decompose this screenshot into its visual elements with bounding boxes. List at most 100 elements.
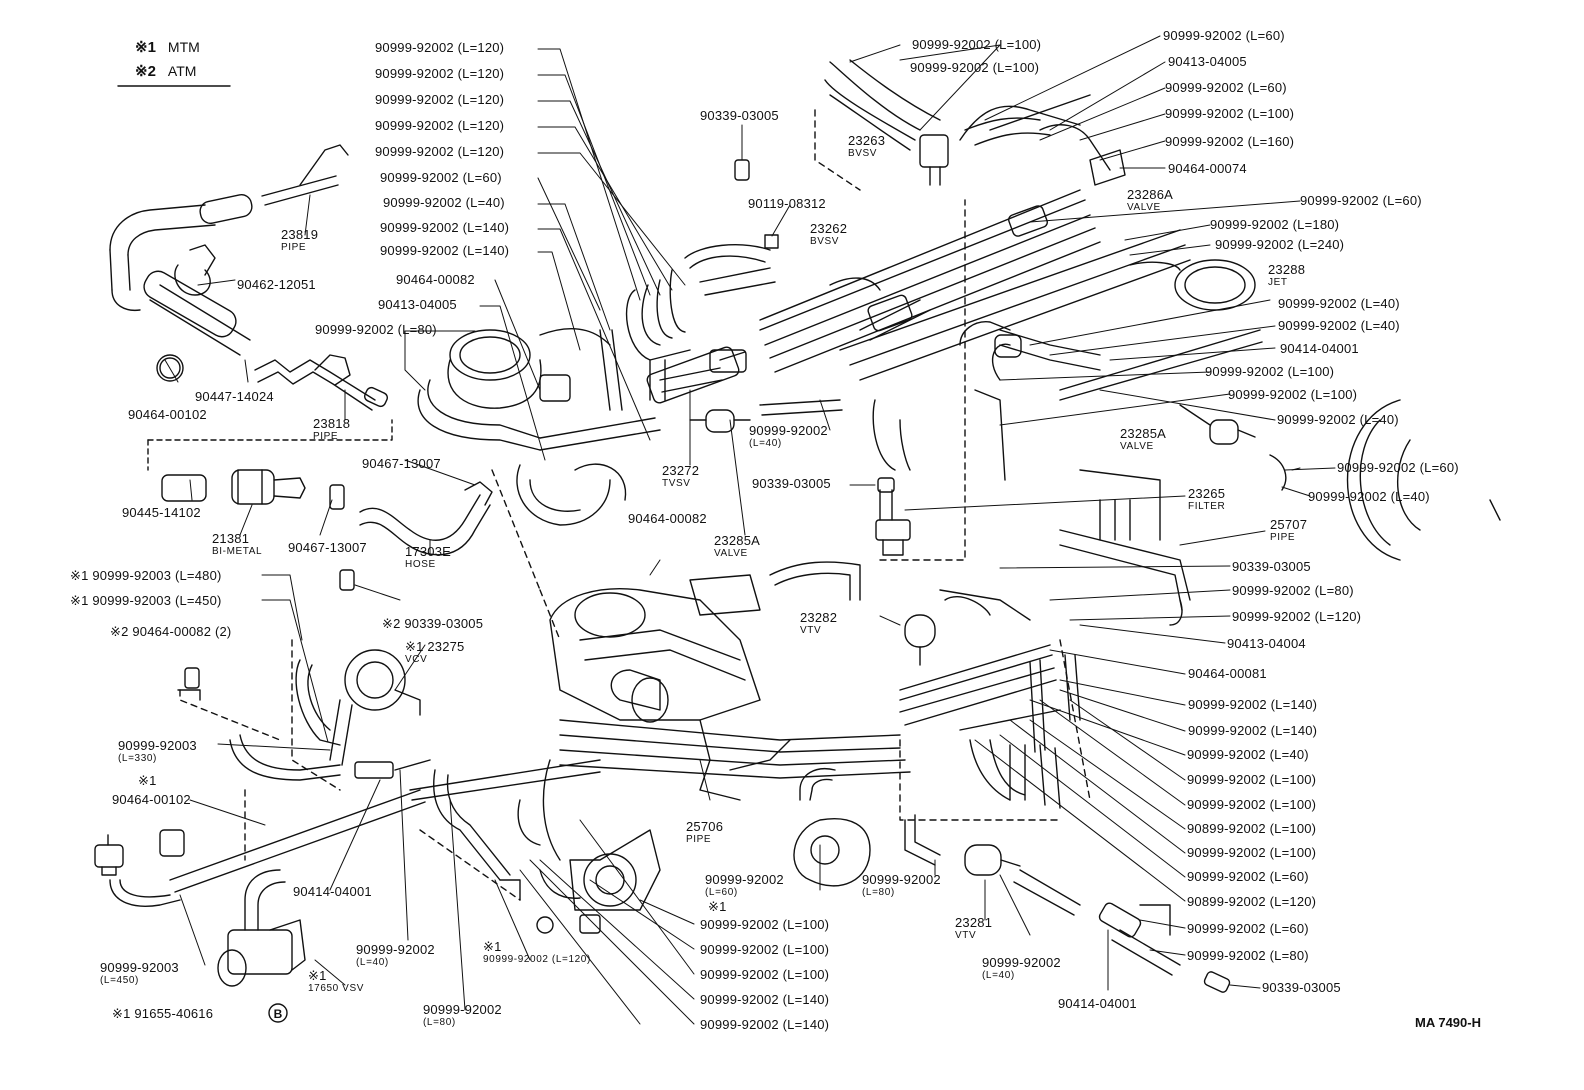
part-number: 90999-92002 (L=120) (375, 40, 505, 55)
part-callout: 90999-92002 (L=40) (383, 195, 505, 210)
circled-b-mark: B (274, 1007, 283, 1021)
part-callout: 90999-92002 (L=60) (1165, 80, 1287, 95)
part-callout: 90414-04001 (293, 884, 372, 899)
part-description: (L=40) (356, 957, 389, 968)
part-callout: 90999-92002(L=80) (862, 872, 941, 898)
part-callout: 90999-92002(L=40) (982, 955, 1061, 981)
part-callout: 90462-12051 (237, 277, 316, 292)
part-callout: 90999-92002 (L=60) (1187, 921, 1309, 936)
part-number: 90414-04001 (293, 884, 372, 899)
part-number: 90999-92002 (L=100) (700, 917, 830, 932)
engine-block (549, 561, 911, 801)
part-callout: 90999-92002 (L=40) (1278, 296, 1400, 311)
part-number: 90999-92002 (L=120) (1232, 609, 1362, 624)
part-number: 90445-14102 (122, 505, 201, 520)
filter-23265 (872, 399, 911, 556)
part-number: 23286A (1127, 187, 1174, 202)
part-callout: 90464-00082 (628, 511, 707, 526)
part-number: 23285A (714, 533, 761, 548)
part-number: 90999-92002 (862, 872, 941, 887)
part-number: 90339-03005 (752, 476, 831, 491)
part-number: 90999-92002 (L=140) (380, 220, 510, 235)
legend-mark: ※2 (135, 63, 156, 80)
leader-lines (164, 35, 1336, 1025)
part-number: 23263 (848, 133, 886, 148)
part-number: 90999-92002 (L=60) (1163, 28, 1285, 43)
part-callout: ※2 90339-03005 (382, 616, 483, 631)
part-callout: 90119-08312 (748, 196, 826, 211)
part-callout: 90999-92003(L=330) (118, 738, 197, 764)
part-number: 90999-92002 (L=120) (375, 144, 505, 159)
part-callout: 90999-92002 (L=40) (1308, 489, 1430, 504)
part-number: 90999-92002 (L=40) (383, 195, 505, 210)
part-description: PIPE (1270, 532, 1296, 543)
part-callout: 90999-92002 (L=80) (1187, 948, 1309, 963)
part-number: ※1 (483, 939, 502, 954)
part-callout: 90999-92002 (L=40) (1278, 318, 1400, 333)
part-number: 90999-92002 (L=140) (700, 992, 830, 1007)
part-number: 23819 (281, 227, 319, 242)
part-callout: 90999-92002 (L=100) (912, 37, 1041, 52)
part-callout: 90999-92002 (L=100) (1187, 797, 1316, 812)
part-description: BVSV (848, 148, 878, 159)
vcv-vsv-assembly (94, 569, 601, 1023)
part-number: ※1 90999-92003 (L=480) (70, 568, 222, 583)
part-callout: 90999-92002 (L=60) (1163, 28, 1285, 43)
part-callout: 90899-92002 (L=100) (1187, 821, 1316, 836)
part-number: 90999-92002 (L=140) (1188, 723, 1318, 738)
part-description: (L=80) (423, 1017, 456, 1028)
part-number: 90339-03005 (700, 108, 779, 123)
part-number: 90999-92002 (L=100) (912, 37, 1042, 52)
part-callout: 90999-92002(L=40) (356, 942, 435, 968)
part-callout: 90899-92002 (L=120) (1187, 894, 1316, 909)
part-description: (L=40) (749, 438, 782, 449)
part-number: 90999-92002 (L=60) (1187, 921, 1309, 936)
part-number: 90999-92002 (L=160) (1165, 134, 1295, 149)
part-callout: 90999-92002 (L=100) (700, 917, 829, 932)
part-callout: 90999-92002 (L=160) (1165, 134, 1294, 149)
part-number: 90999-92002 (L=40) (1278, 296, 1400, 311)
part-number: 23282 (800, 610, 838, 625)
part-number: 90467-13007 (362, 456, 441, 471)
part-callout: 90445-14102 (122, 505, 201, 520)
part-number: 90464-00082 (396, 272, 475, 287)
part-description: FILTER (1188, 501, 1226, 512)
part-number: 90119-08312 (748, 196, 826, 211)
part-number: 90339-03005 (1262, 980, 1341, 995)
part-description: (L=450) (100, 975, 139, 986)
part-number: 90999-92002 (423, 1002, 502, 1017)
part-description: VTV (955, 930, 977, 941)
part-callout: ※1 91655-40616 (112, 1006, 213, 1021)
part-number: ※2 90339-03005 (382, 616, 484, 631)
part-number: 23265 (1188, 486, 1226, 501)
part-callout: 90999-92002 (L=100) (910, 60, 1039, 75)
part-callout: 90999-92002 (L=40) (1277, 412, 1399, 427)
part-callout: 90999-92002(L=40) (749, 423, 828, 449)
part-description: (L=60) (705, 887, 738, 898)
part-number: 90999-92002 (L=80) (315, 322, 437, 337)
part-number: 90999-92002 (L=100) (700, 942, 830, 957)
part-description: PIPE (281, 242, 307, 253)
part-callout: 90999-92002 (L=140) (1188, 697, 1317, 712)
part-number: 90999-92002 (L=40) (1277, 412, 1399, 427)
part-callout: 90447-14024 (195, 389, 274, 404)
air-chamber (417, 329, 661, 526)
part-callout: 90999-92002 (L=100) (1205, 364, 1334, 379)
part-callout: 90999-92002 (L=240) (1215, 237, 1344, 252)
part-number: ※1 90999-92003 (L=450) (70, 593, 222, 608)
tvsv-and-valve (659, 159, 843, 433)
bimetal-dashed-box (147, 419, 393, 471)
part-number: 23272 (662, 463, 700, 478)
part-number: 23818 (313, 416, 351, 431)
part-number: 90999-92002 (L=140) (380, 243, 510, 258)
